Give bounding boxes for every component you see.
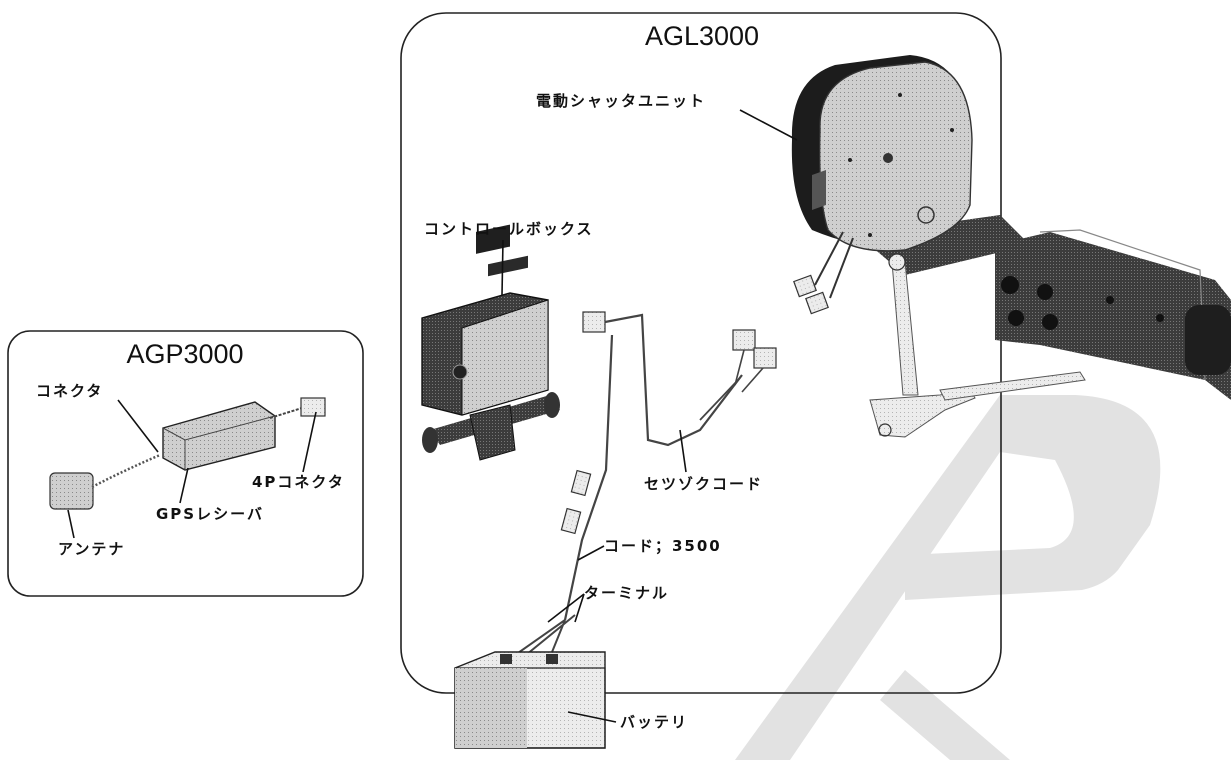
leader-connector — [117, 399, 159, 453]
antenna-cable — [91, 453, 161, 489]
leader-terminal-right — [574, 593, 585, 623]
watermark-stroke-bottom — [880, 670, 1010, 760]
shutter-unit-shape — [791, 55, 973, 252]
connection-cord-shape — [560, 311, 777, 621]
agl3000-group: AGL3000 — [400, 12, 1231, 694]
label-terminal: ターミナル — [584, 584, 669, 602]
leader-shutter-unit — [739, 109, 798, 141]
agl3000-title: AGL3000 — [645, 21, 759, 51]
label-antenna: アンテナ — [58, 540, 125, 558]
agp3000-group: AGP3000 コネクタ 4Pコネクタ GPSレシーバ アンテナ — [7, 330, 364, 597]
control-box-shape — [421, 224, 560, 461]
leader-terminal-left — [547, 593, 585, 623]
leader-connection-cord — [679, 429, 687, 473]
label-shutter-unit: 電動シャッタユニット — [536, 92, 706, 110]
leader-battery — [567, 711, 617, 723]
leader-control-box — [501, 239, 504, 296]
label-connection-cord: セツゾクコード — [644, 475, 763, 493]
watermark — [735, 395, 1161, 760]
label-battery: バッテリ — [620, 713, 688, 731]
label-gps-receiver: GPSレシーバ — [156, 505, 264, 523]
antenna-shape — [49, 472, 94, 510]
leader-cord — [577, 545, 605, 561]
label-control-box: コントロールボックス — [424, 220, 594, 238]
agp3000-title: AGP3000 — [126, 339, 243, 369]
watermark-stroke-top — [735, 395, 1161, 760]
leader-antenna — [67, 509, 75, 539]
label-connector-4p: 4Pコネクタ — [252, 473, 345, 491]
gps-4p-cable — [269, 407, 303, 419]
leader-connector-4p — [302, 411, 317, 473]
agp3000-frame — [7, 330, 364, 597]
agl3000-frame — [400, 12, 1002, 694]
leader-gps-receiver — [179, 467, 189, 504]
battery-shape — [454, 651, 606, 749]
shutter-connectors-shape — [793, 231, 854, 315]
connector-4p-shape — [300, 397, 326, 417]
label-connector: コネクタ — [36, 382, 103, 400]
label-cord: コード；3500 — [604, 537, 722, 555]
linkage-shape — [869, 253, 1086, 438]
gps-receiver-shape — [162, 401, 276, 471]
